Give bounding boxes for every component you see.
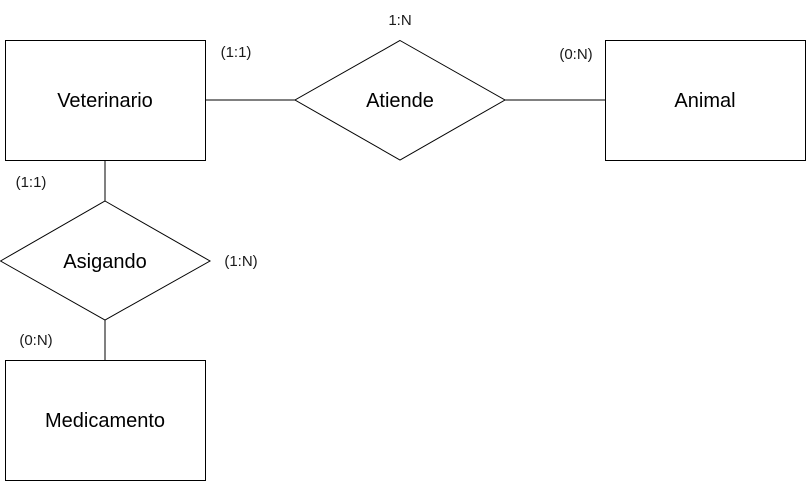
entity-animal-label: Animal: [674, 90, 735, 112]
relationship-atiende[interactable]: Atiende: [293, 39, 507, 161]
cardinality-animal-atiende: (0:N): [559, 46, 592, 63]
cardinality-veterinario-atiende: (1:1): [221, 44, 252, 61]
entity-veterinario-label: Veterinario: [57, 90, 153, 112]
entity-veterinario-box: [5, 40, 206, 161]
cardinality-medicamento-asigando: (0:N): [19, 332, 52, 349]
cardinality-veterinario-asigando: (1:1): [16, 174, 47, 191]
relationship-asigando-diamond: [0, 200, 212, 321]
relationship-asigando-label: Asigando: [63, 251, 146, 273]
entity-animal[interactable]: Animal: [605, 40, 806, 161]
entity-medicamento-box: [5, 360, 206, 481]
relationship-atiende-label: Atiende: [366, 90, 434, 112]
cardinality-atiende-top: 1:N: [388, 12, 411, 29]
entity-animal-box: [605, 40, 806, 161]
entity-medicamento-label: Medicamento: [45, 410, 165, 432]
entity-medicamento[interactable]: Medicamento: [5, 360, 206, 481]
relationship-atiende-diamond: [293, 39, 507, 161]
cardinality-asigando-side: (1:N): [224, 253, 257, 270]
relationship-asigando[interactable]: Asigando: [0, 200, 212, 321]
entity-veterinario[interactable]: Veterinario: [5, 40, 206, 161]
